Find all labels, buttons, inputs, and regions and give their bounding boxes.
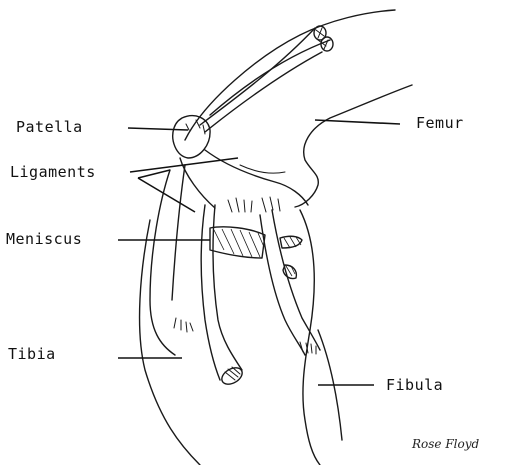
label-meniscus: Meniscus — [6, 230, 82, 248]
leader-lines — [118, 120, 400, 385]
label-patella: Patella — [16, 118, 83, 136]
artist-signature: Rose Floyd — [412, 437, 479, 451]
label-femur: Femur — [416, 114, 464, 132]
label-ligaments: Ligaments — [10, 163, 96, 181]
ligaments-shape — [180, 150, 308, 212]
femur-shape — [185, 10, 412, 207]
meniscus-shape — [210, 227, 302, 279]
fibula-shape — [260, 210, 342, 465]
label-tibia: Tibia — [8, 345, 56, 363]
label-fibula: Fibula — [386, 376, 443, 394]
